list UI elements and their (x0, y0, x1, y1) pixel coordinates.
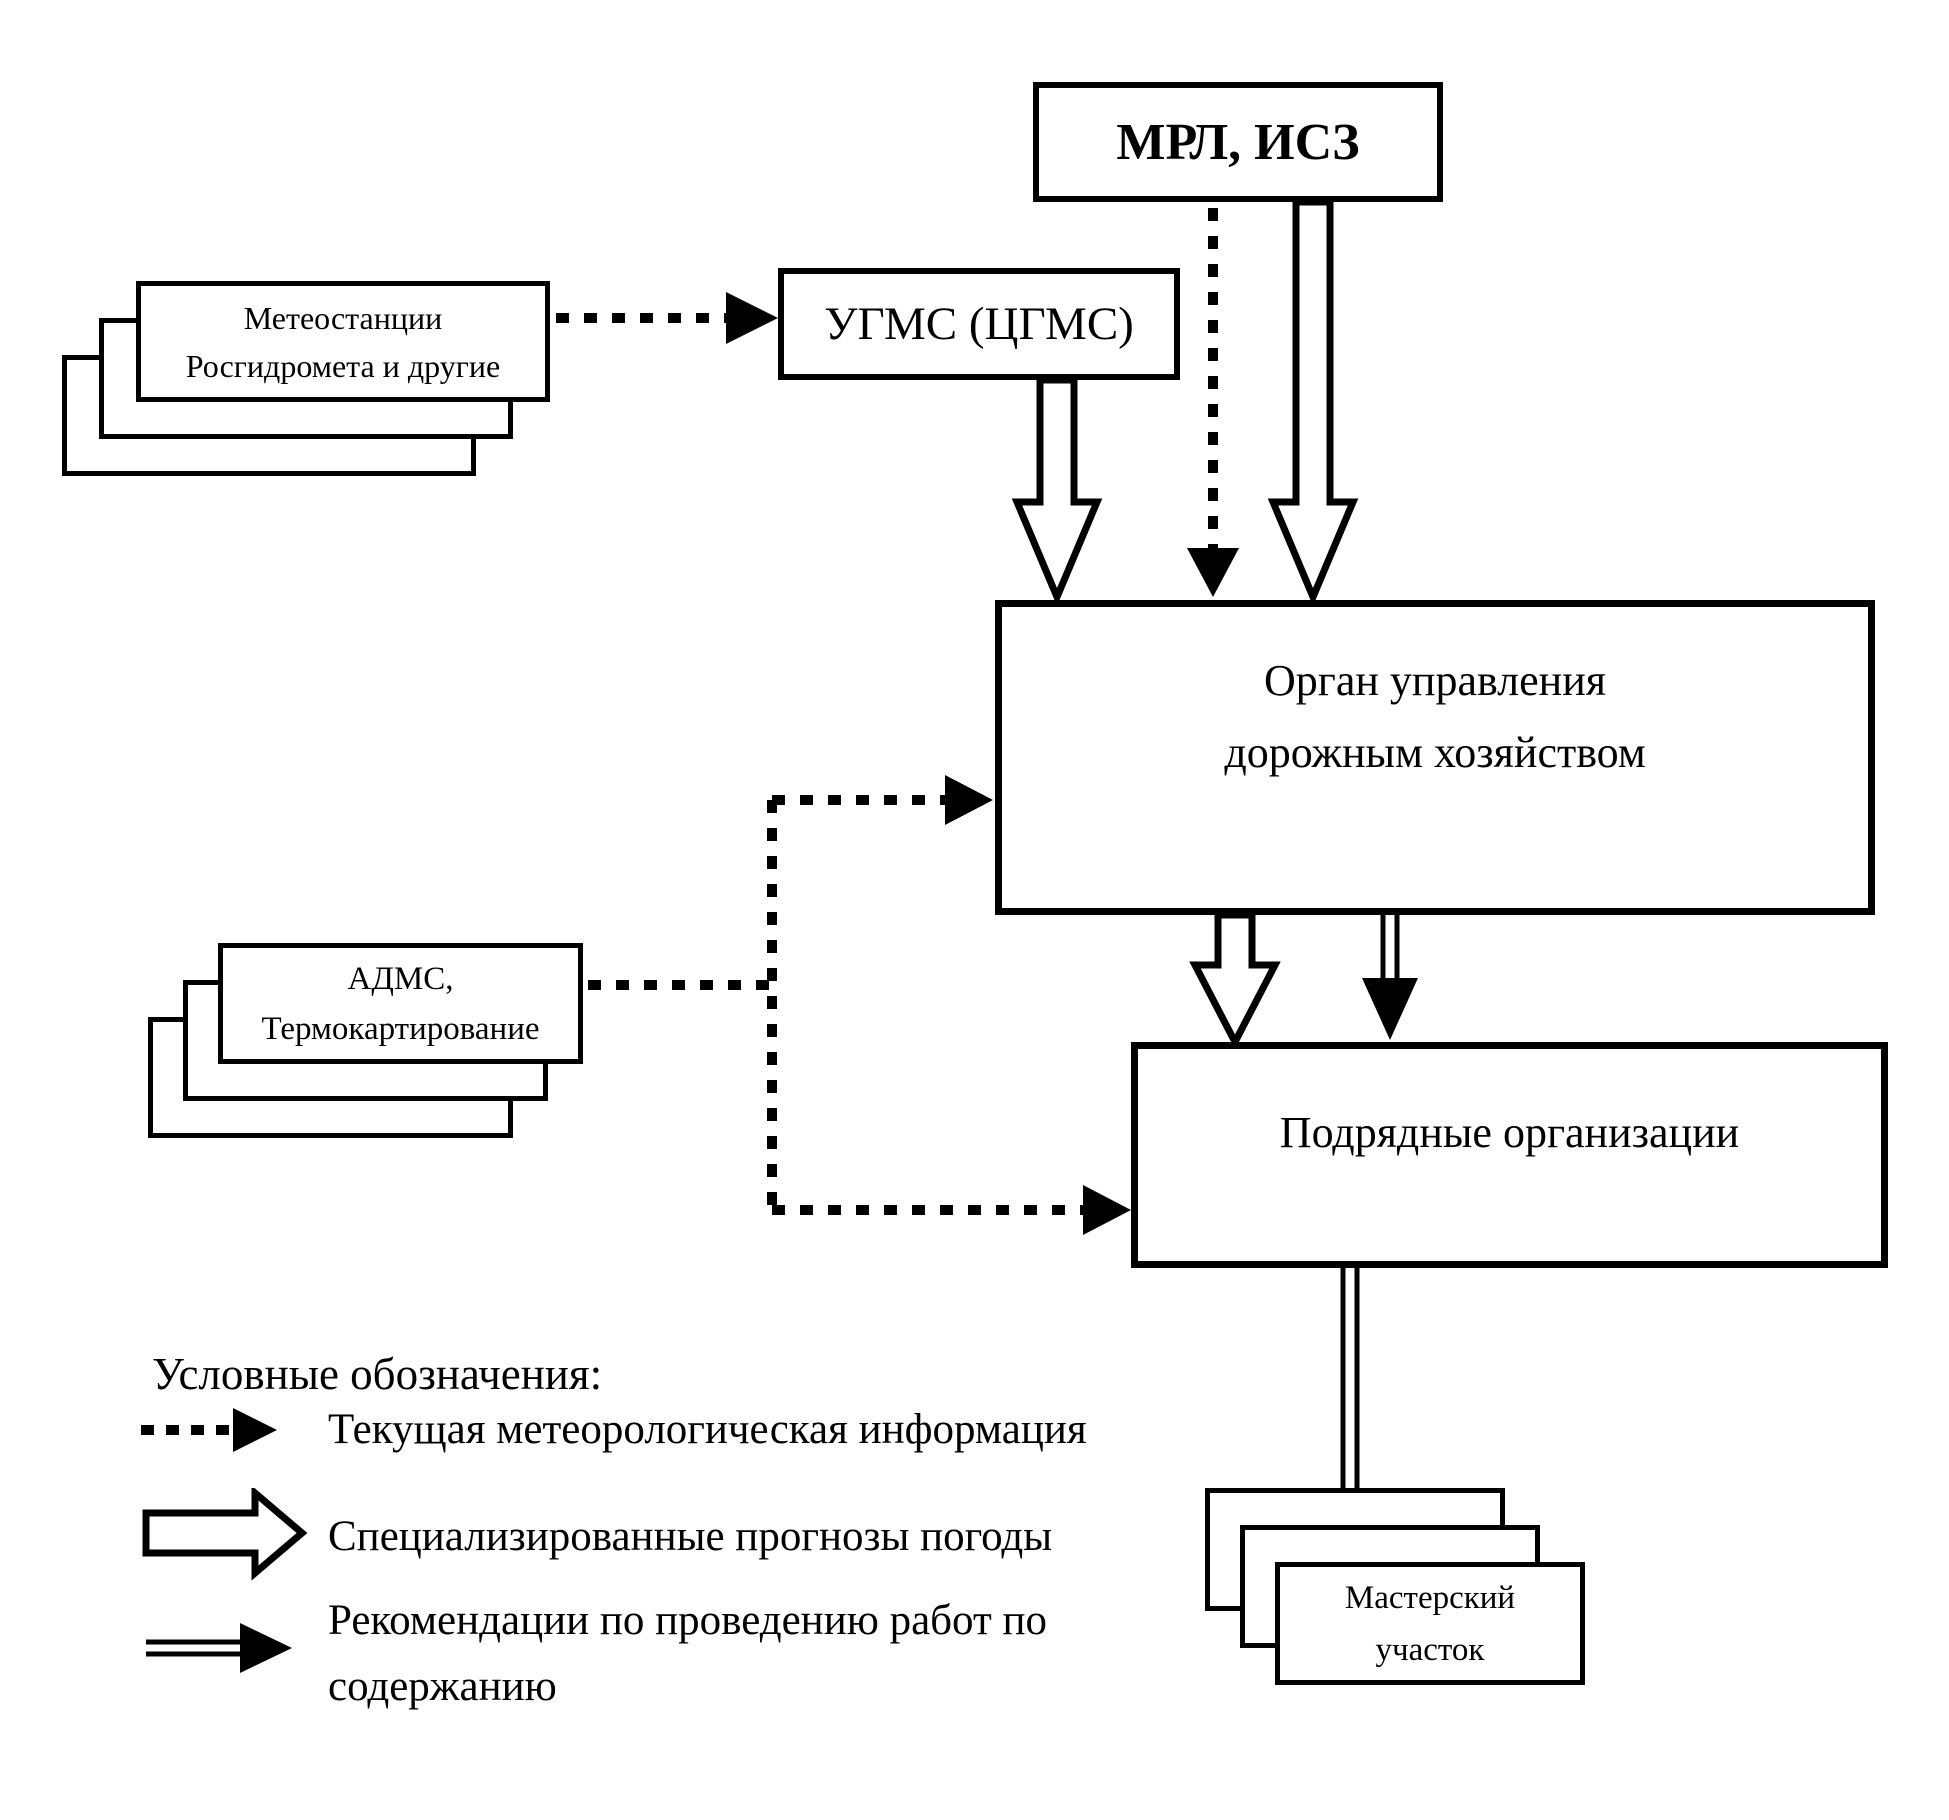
node-meteostations-label: Метеостанции Росгидромета и другие (185, 299, 501, 384)
hollow-arrow-shape (142, 1488, 308, 1581)
node-ugms-label: УГМС (ЦГМС) (824, 298, 1134, 350)
legend-double-line-arrow-icon (146, 1623, 292, 1673)
arrowhead (945, 775, 993, 825)
arrowhead (1362, 978, 1418, 1040)
legend-title: Условные обозначения: (152, 1349, 603, 1399)
node-contractors-label: Подрядные организации (1279, 1108, 1740, 1157)
arrowhead (1083, 1185, 1131, 1235)
hollow-arrow-shape (1189, 911, 1281, 1050)
node-road-admin-label: Орган управления дорожным хозяйством (1224, 656, 1646, 777)
legend-item-specialized-forecasts: Специализированные прогнозы погоды (328, 1513, 1053, 1560)
node-master-site-label: Мастерский участок (1344, 1579, 1516, 1668)
hollow-arrow-shape (1267, 198, 1359, 607)
node-meteostations: Метеостанции Росгидромета и другие (136, 281, 550, 402)
legend-item-maintenance-recommendations: Рекомендации по проведению работ по соде… (328, 1597, 1048, 1710)
arrow-ugms-to-road-admin-forecast (1011, 376, 1103, 607)
arrow-mrl-to-road-admin-dotted (1187, 208, 1239, 597)
arrow-meteostations-to-ugms-dotted (556, 292, 778, 344)
arrowhead (1187, 548, 1239, 597)
node-adms: АДМС, Термокартирование (218, 943, 583, 1064)
node-road-admin: Орган управления дорожным хозяйством (995, 600, 1875, 915)
hollow-arrow-shape (1011, 376, 1103, 607)
node-contractors: Подрядные организации (1131, 1042, 1888, 1268)
arrow-mrl-to-road-admin-forecast (1267, 198, 1359, 607)
arrow-road-admin-to-contractors-recommendation (1362, 915, 1418, 1040)
arrowhead (726, 292, 778, 344)
arrow-road-admin-to-contractors-forecast (1189, 911, 1281, 1050)
node-ugms: УГМС (ЦГМС) (778, 268, 1180, 380)
arrowhead (233, 1408, 277, 1452)
node-master-site: Мастерский участок (1275, 1562, 1585, 1685)
arrowhead (240, 1623, 292, 1673)
node-mrl-isz-label: МРЛ, ИСЗ (1116, 113, 1360, 171)
legend-dotted-arrow-icon (141, 1408, 277, 1452)
node-adms-label: АДМС, Термокартирование (261, 960, 540, 1047)
legend-item-current-meteo-info: Текущая метеорологическая информация (328, 1406, 1087, 1453)
node-mrl-isz: МРЛ, ИСЗ (1033, 82, 1443, 202)
legend-hollow-arrow-icon (142, 1488, 308, 1581)
